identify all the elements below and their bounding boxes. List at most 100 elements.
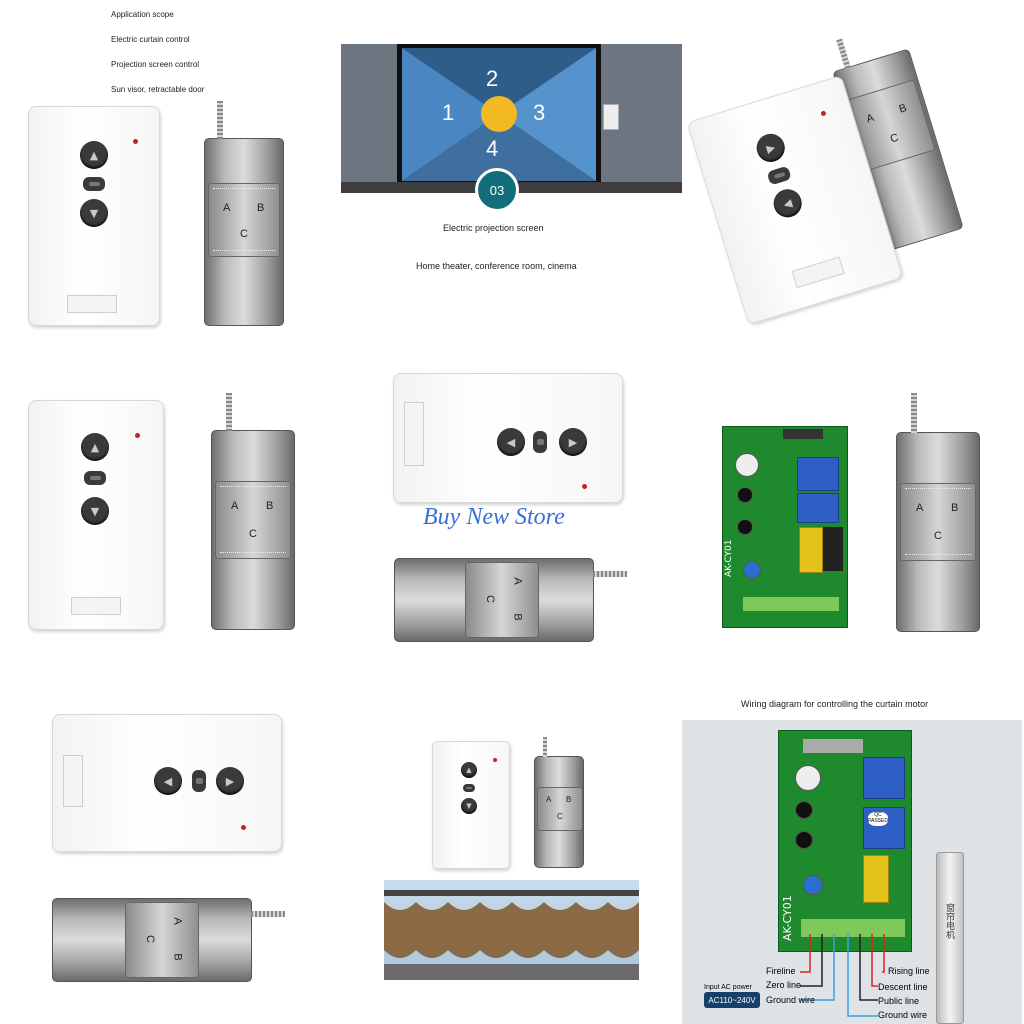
left-button[interactable]: ◀ (154, 767, 182, 795)
label-zero-line: Zero line (766, 980, 802, 990)
metal-remote-horizontal: A B C (52, 898, 285, 982)
input-label: Input AC power (704, 984, 752, 991)
right-arrow-icon: ▶ (568, 435, 578, 449)
screen-number-2: 2 (486, 66, 499, 91)
capacitor (799, 527, 823, 573)
metal-remote-horizontal: A B C (394, 558, 627, 642)
key-c[interactable]: C (483, 595, 496, 603)
board-model: AK-CY01 (724, 539, 734, 577)
key-b[interactable]: B (171, 953, 184, 961)
down-arrow-icon: ▼ (466, 802, 472, 810)
label-slot (791, 256, 845, 289)
up-button[interactable]: ▲ (461, 762, 477, 778)
key-b[interactable]: B (951, 502, 959, 514)
led-indicator (135, 433, 140, 438)
down-button[interactable]: ◀ (770, 185, 806, 221)
key-b[interactable]: B (266, 500, 274, 512)
key-c[interactable]: C (557, 812, 563, 821)
key-a[interactable]: A (511, 577, 524, 585)
scope-item-curtain: Electric curtain control (111, 35, 190, 44)
key-c[interactable]: C (143, 935, 156, 943)
metal-remote: A B C (211, 393, 295, 630)
qc-sticker: QC PASSED (868, 812, 888, 826)
antenna-icon (226, 393, 232, 431)
stop-icon (88, 181, 100, 187)
white-remote-horizontal: ◀ ▶ (393, 373, 623, 503)
screen-number-4: 4 (486, 136, 499, 161)
led-indicator (493, 758, 497, 762)
watermark: Buy New Store (423, 504, 565, 530)
wiring-title: Wiring diagram for controlling the curta… (741, 699, 929, 709)
label-descent-line: Descent line (878, 982, 928, 992)
key-b[interactable]: B (897, 101, 909, 116)
label-slot (63, 755, 83, 807)
relay (797, 457, 839, 491)
down-button[interactable]: ▼ (80, 199, 108, 227)
right-button[interactable]: ▶ (559, 428, 587, 456)
key-c[interactable]: C (934, 530, 942, 542)
stop-button[interactable] (83, 177, 105, 191)
key-b[interactable]: B (257, 202, 265, 214)
key-c[interactable]: C (249, 528, 257, 540)
label-public-line: Public line (878, 996, 920, 1006)
receiver-board: AK-CY01 (722, 426, 848, 628)
right-button[interactable]: ▶ (216, 767, 244, 795)
up-button[interactable]: ▲ (81, 433, 109, 461)
key-a[interactable]: A (223, 202, 231, 214)
down-button[interactable]: ▼ (81, 497, 109, 525)
label-ground-wire-right: Ground wire (878, 1010, 928, 1020)
label-slot (67, 295, 117, 313)
up-button[interactable]: ▲ (80, 141, 108, 169)
stop-button[interactable] (192, 770, 206, 792)
key-b[interactable]: B (566, 795, 572, 804)
key-a[interactable]: A (546, 795, 552, 804)
antenna-icon (217, 101, 223, 139)
antenna-icon (836, 38, 851, 69)
down-button[interactable]: ▼ (461, 798, 477, 814)
key-a[interactable]: A (865, 111, 876, 126)
key-c[interactable]: C (888, 131, 901, 146)
antenna-icon (251, 911, 285, 917)
motor-label: 窗帘电机 (945, 903, 955, 939)
remote-keypad: A B C (537, 787, 583, 831)
screen-number-1: 1 (442, 100, 455, 125)
key-c[interactable]: C (240, 228, 248, 240)
scope-item-sunvisor: Sun visor, retractable door (111, 85, 205, 94)
key-a[interactable]: A (171, 917, 184, 925)
key-a[interactable]: A (916, 502, 924, 514)
led-indicator (241, 825, 246, 830)
relay (797, 493, 839, 523)
white-remote-horizontal: ◀ ▶ (52, 714, 282, 852)
remote-keypad: A B C (208, 183, 280, 257)
stop-button[interactable] (766, 165, 792, 186)
stop-button[interactable] (533, 431, 547, 453)
key-b[interactable]: B (511, 613, 524, 621)
white-remote: ▲ ▼ (28, 400, 164, 630)
down-arrow-icon: ▼ (90, 504, 100, 518)
remote-keypad: A B C (215, 481, 291, 559)
antenna-icon (543, 737, 547, 757)
screen-number-3: 3 (533, 100, 546, 125)
metal-remote: A B C (204, 101, 284, 326)
awning-photo (384, 880, 639, 980)
up-button[interactable]: ▶ (753, 130, 789, 166)
left-button[interactable]: ◀ (497, 428, 525, 456)
stop-button[interactable] (84, 471, 106, 485)
left-arrow-icon: ◀ (781, 195, 794, 211)
label-slot (404, 402, 424, 466)
relay (863, 757, 905, 799)
antenna-icon (593, 571, 627, 577)
stop-button[interactable] (463, 784, 475, 792)
remote-keypad: A B C (465, 562, 539, 638)
key-a[interactable]: A (231, 500, 239, 512)
curtain-motor: 窗帘电机 (936, 852, 964, 1024)
wiring-diagram: QC PASSED AK-CY01 Fireline Zero line Gro… (682, 720, 1022, 1024)
wall-switch (603, 104, 619, 130)
step-badge: 03 (475, 168, 519, 212)
terminal-block (743, 597, 839, 611)
white-remote-small: ▲ ▼ (432, 741, 510, 869)
white-remote: ▲ ▼ (28, 106, 160, 326)
stop-icon (89, 475, 101, 481)
up-arrow-icon: ▲ (90, 440, 100, 454)
stop-icon (536, 438, 544, 446)
